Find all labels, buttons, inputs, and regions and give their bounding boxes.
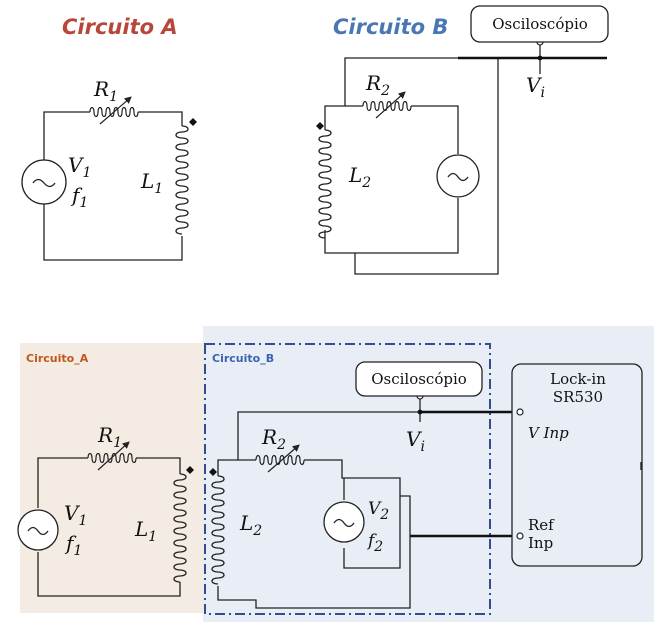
svg-text:R2: R2 xyxy=(261,425,286,453)
oscilloscope-box xyxy=(355,361,483,397)
circuit-a-bottom: R1 V1 f1 L1 xyxy=(17,423,194,597)
svg-text:f1: f1 xyxy=(70,183,88,211)
ref-inp-terminal xyxy=(516,532,524,540)
inductor-l2-icon xyxy=(318,129,332,239)
svg-text:L2: L2 xyxy=(348,163,371,191)
dashed-frame-b xyxy=(204,343,491,615)
svg-text:R1: R1 xyxy=(93,77,118,105)
svg-text:Lock-in: Lock-in xyxy=(550,370,606,388)
lockin-box xyxy=(511,363,643,567)
svg-text:L2: L2 xyxy=(239,511,262,539)
svg-text:Inp: Inp xyxy=(528,534,553,552)
svg-text:Osciloscópio: Osciloscópio xyxy=(371,370,467,388)
svg-text:SR530: SR530 xyxy=(553,388,603,406)
title-circuito-a: Circuito A xyxy=(62,15,178,39)
svg-text:Vi: Vi xyxy=(406,427,425,455)
svg-text:V1: V1 xyxy=(68,153,91,181)
svg-text:R1: R1 xyxy=(97,423,122,451)
inductor-l1-icon xyxy=(175,125,189,235)
svg-text:R2: R2 xyxy=(365,71,390,99)
circuit-a-top: R1 V1 f1 L1 xyxy=(21,77,197,261)
label-circuito-a: Circuito_A xyxy=(26,352,89,365)
oscilloscope-box xyxy=(470,5,609,43)
svg-text:V1: V1 xyxy=(64,501,87,529)
v-inp-terminal xyxy=(516,408,524,416)
svg-text:V2: V2 xyxy=(368,499,389,523)
lockin-amplifier: Lock-in SR530 V Inp Ref Inp xyxy=(511,363,643,567)
svg-text:Vi: Vi xyxy=(526,73,545,101)
title-circuito-b: Circuito B xyxy=(333,15,448,39)
circuit-b-bottom: Osciloscópio R2 L2 Vi V2 f2 xyxy=(209,361,518,609)
svg-text:Ref: Ref xyxy=(528,516,555,534)
svg-text:L1: L1 xyxy=(140,169,163,197)
svg-text:L1: L1 xyxy=(134,517,157,545)
bottom-diagram: Circuito_A Circuito_B R1 V1 f1 L1 xyxy=(17,326,654,622)
svg-text:Osciloscópio: Osciloscópio xyxy=(492,15,588,33)
svg-text:V Inp: V Inp xyxy=(528,424,569,442)
label-circuito-b: Circuito_B xyxy=(212,352,274,365)
svg-text:f2: f2 xyxy=(366,531,383,555)
circuit-b-top: Osciloscópio R2 L2 Vi xyxy=(316,5,609,275)
top-diagram: Circuito A Circuito B R1 V1 f1 L1 xyxy=(21,5,609,275)
ac-source-v1-icon xyxy=(21,159,67,205)
panel-circuito-a xyxy=(20,343,206,613)
